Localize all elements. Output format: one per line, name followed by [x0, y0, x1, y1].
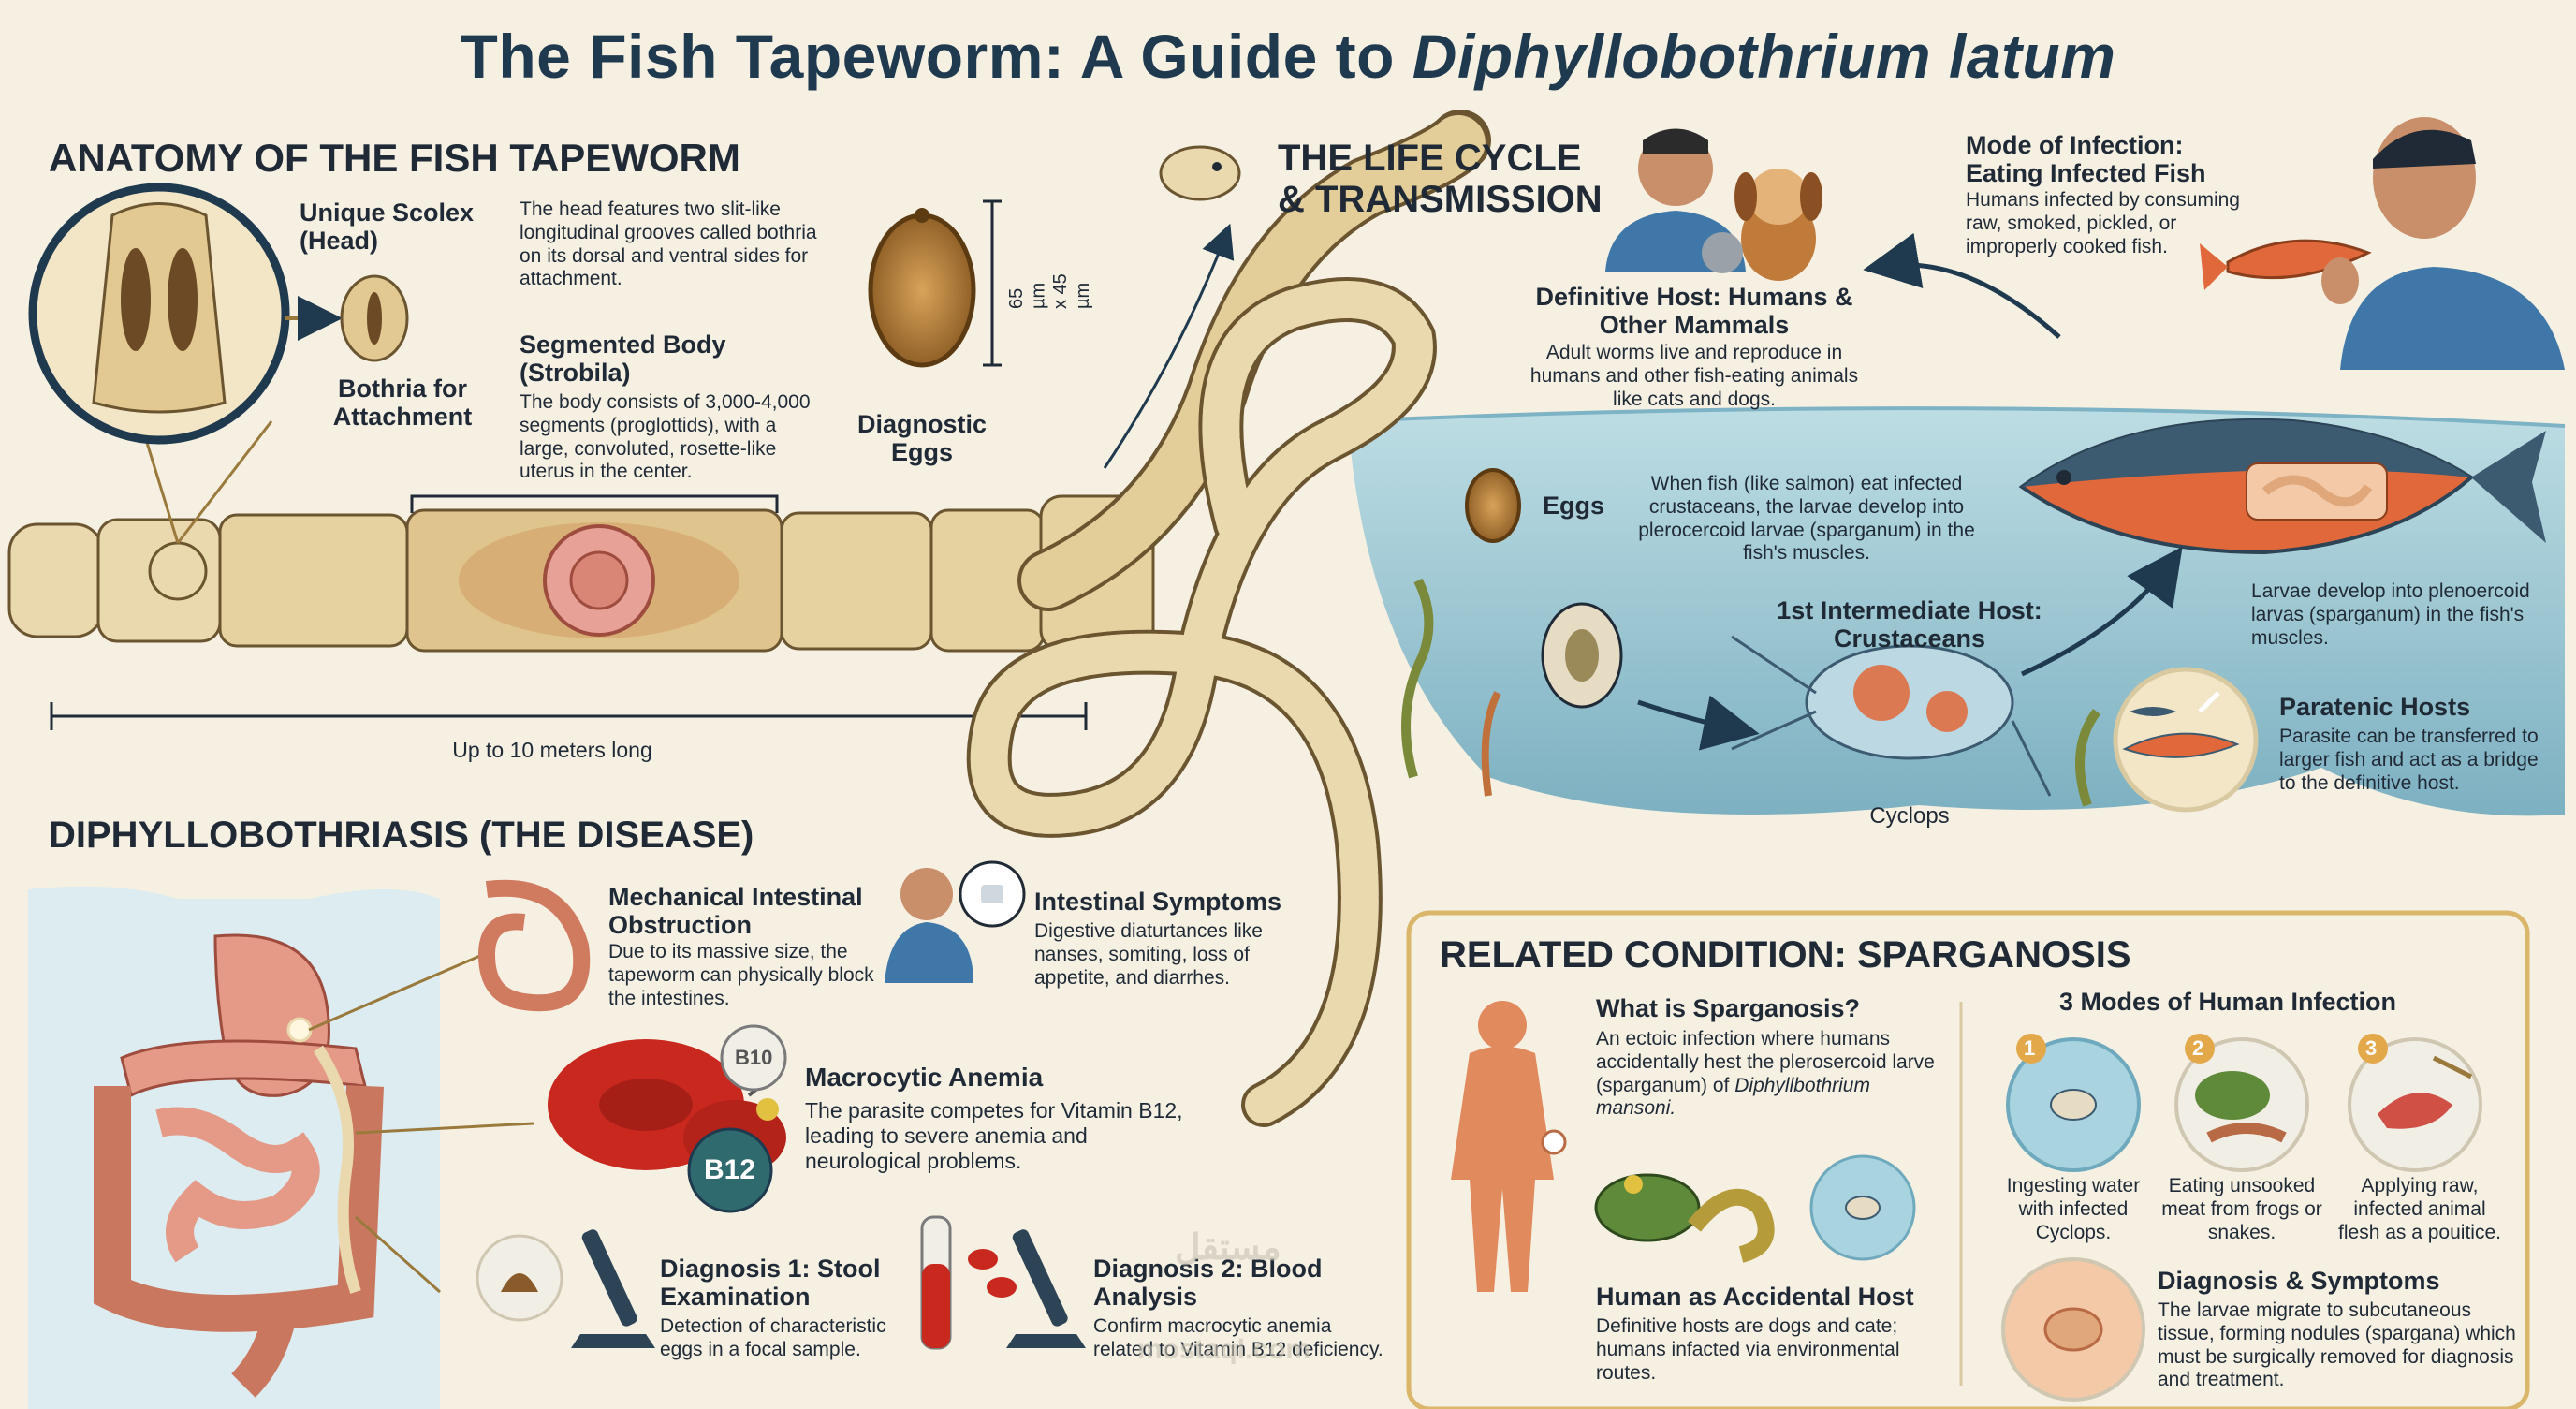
sparganosis-what-title: What is Sparganosis? — [1596, 994, 1861, 1022]
tapeworm-wavy-illustration — [966, 277, 1437, 1127]
egg-size-label: 65 µm x 45 µm — [1006, 273, 1093, 309]
fish-text: When fish (like salmon) eat infected cru… — [1638, 473, 1975, 565]
cyclops-label: Cyclops — [1869, 803, 1950, 829]
paratenic-host-illustration — [2113, 667, 2259, 813]
man-eating-fish-illustration — [2200, 117, 2565, 370]
red-blood-cells-illustration — [548, 1024, 787, 1213]
diag1-text: Detection of characteristic eggs in a fo… — [660, 1315, 886, 1360]
infection-mode-title: Mode of Infection: Eating Infected Fish — [1966, 131, 2206, 188]
bothria-label: Bothria for Attachment — [332, 374, 473, 432]
cyclops-illustration — [1731, 635, 2052, 797]
eggs-label: Eggs — [1543, 492, 1605, 520]
modes-title: 3 Modes of Human Infection — [2059, 988, 2397, 1016]
sparganosis-species: Diphyllbothrium mansoni. — [1596, 1074, 1870, 1120]
accidental-host-title: Human as Accidental Host — [1596, 1283, 1914, 1311]
anemia-text: The parasite competes for Vitamin B12, l… — [805, 1098, 1183, 1174]
body-text: The body consists of 3,000-4,000 segment… — [520, 391, 811, 483]
egg-label: Diagnostic Eggs — [856, 410, 988, 467]
mode3-text: Applying raw, infected animal flesh as a… — [2338, 1175, 2501, 1243]
sick-man-illustration — [885, 860, 1026, 983]
diag2-text: Confirm macrocytic anemia related to Vit… — [1093, 1315, 1383, 1360]
obstruction-title: Mechanical Intestinal Obstruction — [608, 883, 863, 940]
watermark-arabic: مستقل — [1175, 1228, 1281, 1268]
b12-label: B12 — [704, 1154, 756, 1185]
length-label: Up to 10 meters long — [452, 738, 652, 762]
scolex-magnifier — [28, 183, 409, 544]
page-title: The Fish Tapeworm: A Guide to Diphyllobo… — [0, 21, 2576, 92]
human-figure-illustration — [1451, 1001, 1567, 1292]
definitive-host-illustration — [1605, 128, 1822, 281]
scolex-title: Unique Scolex (Head) — [300, 198, 475, 256]
mode1-text: Ingesting water with infected Cyclops. — [2006, 1175, 2141, 1243]
sparganosis-heading: RELATED CONDITION: SPARGANOSIS — [1440, 934, 2131, 976]
anatomy-heading: ANATOMY OF THE FISH TAPEWORM — [49, 136, 740, 180]
accidental-host-text: Definitive hosts are dogs and cate; huma… — [1596, 1315, 1900, 1384]
anemia-title: Macrocytic Anemia — [805, 1063, 1044, 1092]
intestinal-title: Intestinal Symptoms — [1034, 888, 1282, 916]
frog-snake-illustration — [1594, 1154, 1916, 1263]
definitive-host-text: Adult worms live and reproduce in humans… — [1530, 342, 1859, 410]
sparganosis-what-body: An ectoic infection where humans acciden… — [1596, 1028, 1935, 1096]
larvae-text: Larvae develop into plenoercoid larvas (… — [2251, 580, 2530, 649]
body-title: Segmented Body (Strobila) — [520, 330, 726, 388]
sparganosis-what-text: An ectoic infection where humans acciden… — [1596, 1028, 1942, 1121]
watermark-latin: mostaql.com — [1137, 1334, 1311, 1365]
diag2-title: Diagnosis 2: Blood Analysis — [1093, 1255, 1323, 1312]
lifecycle-heading: THE LIFE CYCLE & TRANSMISSION — [1278, 138, 1603, 220]
paratenic-text: Parasite can be transferred to larger fi… — [2279, 726, 2539, 794]
infection-mode-text: Humans infected by consuming raw, smoked… — [1966, 189, 2240, 257]
spargana-diag-title: Diagnosis & Symptoms — [2158, 1267, 2440, 1295]
title-species: Diphyllobothrium latum — [1412, 22, 2116, 91]
scolex-text: The head features two slit-like longitud… — [520, 198, 817, 290]
definitive-host-title: Definitive Host: Humans & Other Mammals — [1535, 283, 1853, 340]
blood-tube-microscope-illustration — [920, 1215, 1086, 1350]
first-host-title: 1st Intermediate Host: Crustaceans — [1777, 596, 2042, 653]
obstruction-text: Due to its massive size, the tapeworm ca… — [608, 941, 874, 1009]
mode3-number: 3 — [2365, 1036, 2378, 1060]
salmon-illustration — [2018, 418, 2546, 555]
mode2-number: 2 — [2192, 1036, 2204, 1060]
human-torso-illustration — [28, 886, 440, 1409]
microscope-stool-illustration — [476, 1229, 655, 1348]
spargana-diag-text: The larvae migrate to subcutaneous tissu… — [2158, 1299, 2516, 1391]
paratenic-title: Paratenic Hosts — [2279, 693, 2471, 721]
disease-heading: DIPHYLLOBOTHRIASIS (THE DISEASE) — [49, 815, 754, 856]
title-main: The Fish Tapeworm: A Guide to — [460, 22, 1412, 91]
tapeworm-straight-illustration — [7, 110, 1491, 653]
egg-illustration — [868, 199, 1002, 368]
mode2-text: Eating unsooked meat from frogs or snake… — [2161, 1175, 2322, 1243]
intestinal-text: Digestive diaturtances like nanses, somi… — [1034, 920, 1263, 989]
diag1-title: Diagnosis 1: Stool Examination — [660, 1255, 881, 1312]
mode1-number: 1 — [2024, 1036, 2036, 1060]
b10-label: B10 — [735, 1046, 773, 1069]
